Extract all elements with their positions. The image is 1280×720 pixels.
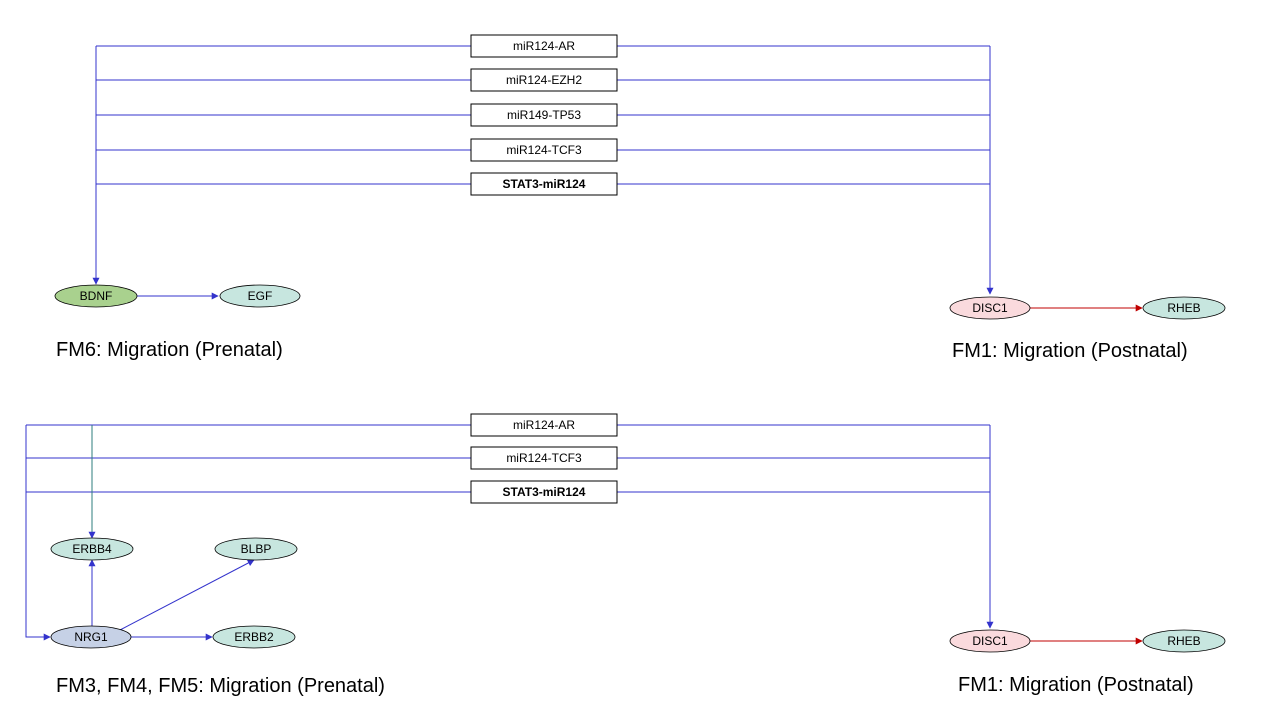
interaction-label: miR124-TCF3 bbox=[506, 143, 582, 157]
bottom-left-title: FM3, FM4, FM5: Migration (Prenatal) bbox=[56, 675, 385, 697]
node-blbp: BLBP bbox=[214, 537, 298, 561]
interaction-box-bottom-0: miR124-AR bbox=[470, 413, 618, 437]
interaction-label: STAT3-miR124 bbox=[503, 177, 586, 191]
interaction-box-bottom-1: miR124-TCF3 bbox=[470, 446, 618, 470]
edge-nrg1-blbp bbox=[119, 559, 255, 631]
node-label: DISC1 bbox=[972, 301, 1008, 315]
top-left-title: FM6: Migration (Prenatal) bbox=[56, 339, 283, 361]
interaction-box-top-0: miR124-AR bbox=[470, 34, 618, 58]
interaction-box-top-1: miR124-EZH2 bbox=[470, 68, 618, 92]
node-bdnf: BDNF bbox=[54, 284, 138, 308]
node-label: ERBB2 bbox=[234, 630, 274, 644]
panel-bottom: miR124-AR miR124-TCF3 STAT3-miR124 ERBB4… bbox=[25, 413, 1226, 697]
node-erbb2: ERBB2 bbox=[212, 625, 296, 649]
interaction-box-top-4: STAT3-miR124 bbox=[470, 172, 618, 196]
node-disc1-bottom: DISC1 bbox=[949, 629, 1031, 653]
interaction-box-top-2: miR149-TP53 bbox=[470, 103, 618, 127]
node-label: DISC1 bbox=[972, 634, 1008, 648]
node-label: NRG1 bbox=[74, 630, 108, 644]
top-right-title: FM1: Migration (Postnatal) bbox=[952, 340, 1188, 362]
interaction-box-bottom-2: STAT3-miR124 bbox=[470, 480, 618, 504]
interaction-box-top-3: miR124-TCF3 bbox=[470, 138, 618, 162]
interaction-label: miR124-AR bbox=[513, 39, 575, 53]
node-label: BDNF bbox=[80, 289, 113, 303]
node-disc1: DISC1 bbox=[949, 296, 1031, 320]
node-egf: EGF bbox=[219, 284, 301, 308]
node-rheb: RHEB bbox=[1142, 296, 1226, 320]
interaction-label: miR124-EZH2 bbox=[506, 73, 582, 87]
node-label: RHEB bbox=[1167, 301, 1200, 315]
bottom-left-trunk bbox=[25, 425, 51, 641]
interaction-label: STAT3-miR124 bbox=[503, 485, 586, 499]
interaction-label: miR124-TCF3 bbox=[506, 451, 582, 465]
node-rheb-bottom: RHEB bbox=[1142, 629, 1226, 653]
node-erbb4: ERBB4 bbox=[50, 537, 134, 561]
interaction-label: miR149-TP53 bbox=[507, 108, 581, 122]
node-label: ERBB4 bbox=[72, 542, 112, 556]
node-label: EGF bbox=[248, 289, 273, 303]
interaction-label: miR124-AR bbox=[513, 418, 575, 432]
node-label: BLBP bbox=[241, 542, 272, 556]
node-nrg1: NRG1 bbox=[50, 625, 132, 649]
bottom-right-title: FM1: Migration (Postnatal) bbox=[958, 674, 1194, 696]
node-label: RHEB bbox=[1167, 634, 1200, 648]
panel-top: miR124-AR miR124-EZH2 miR149-TP53 miR124… bbox=[54, 34, 1226, 362]
